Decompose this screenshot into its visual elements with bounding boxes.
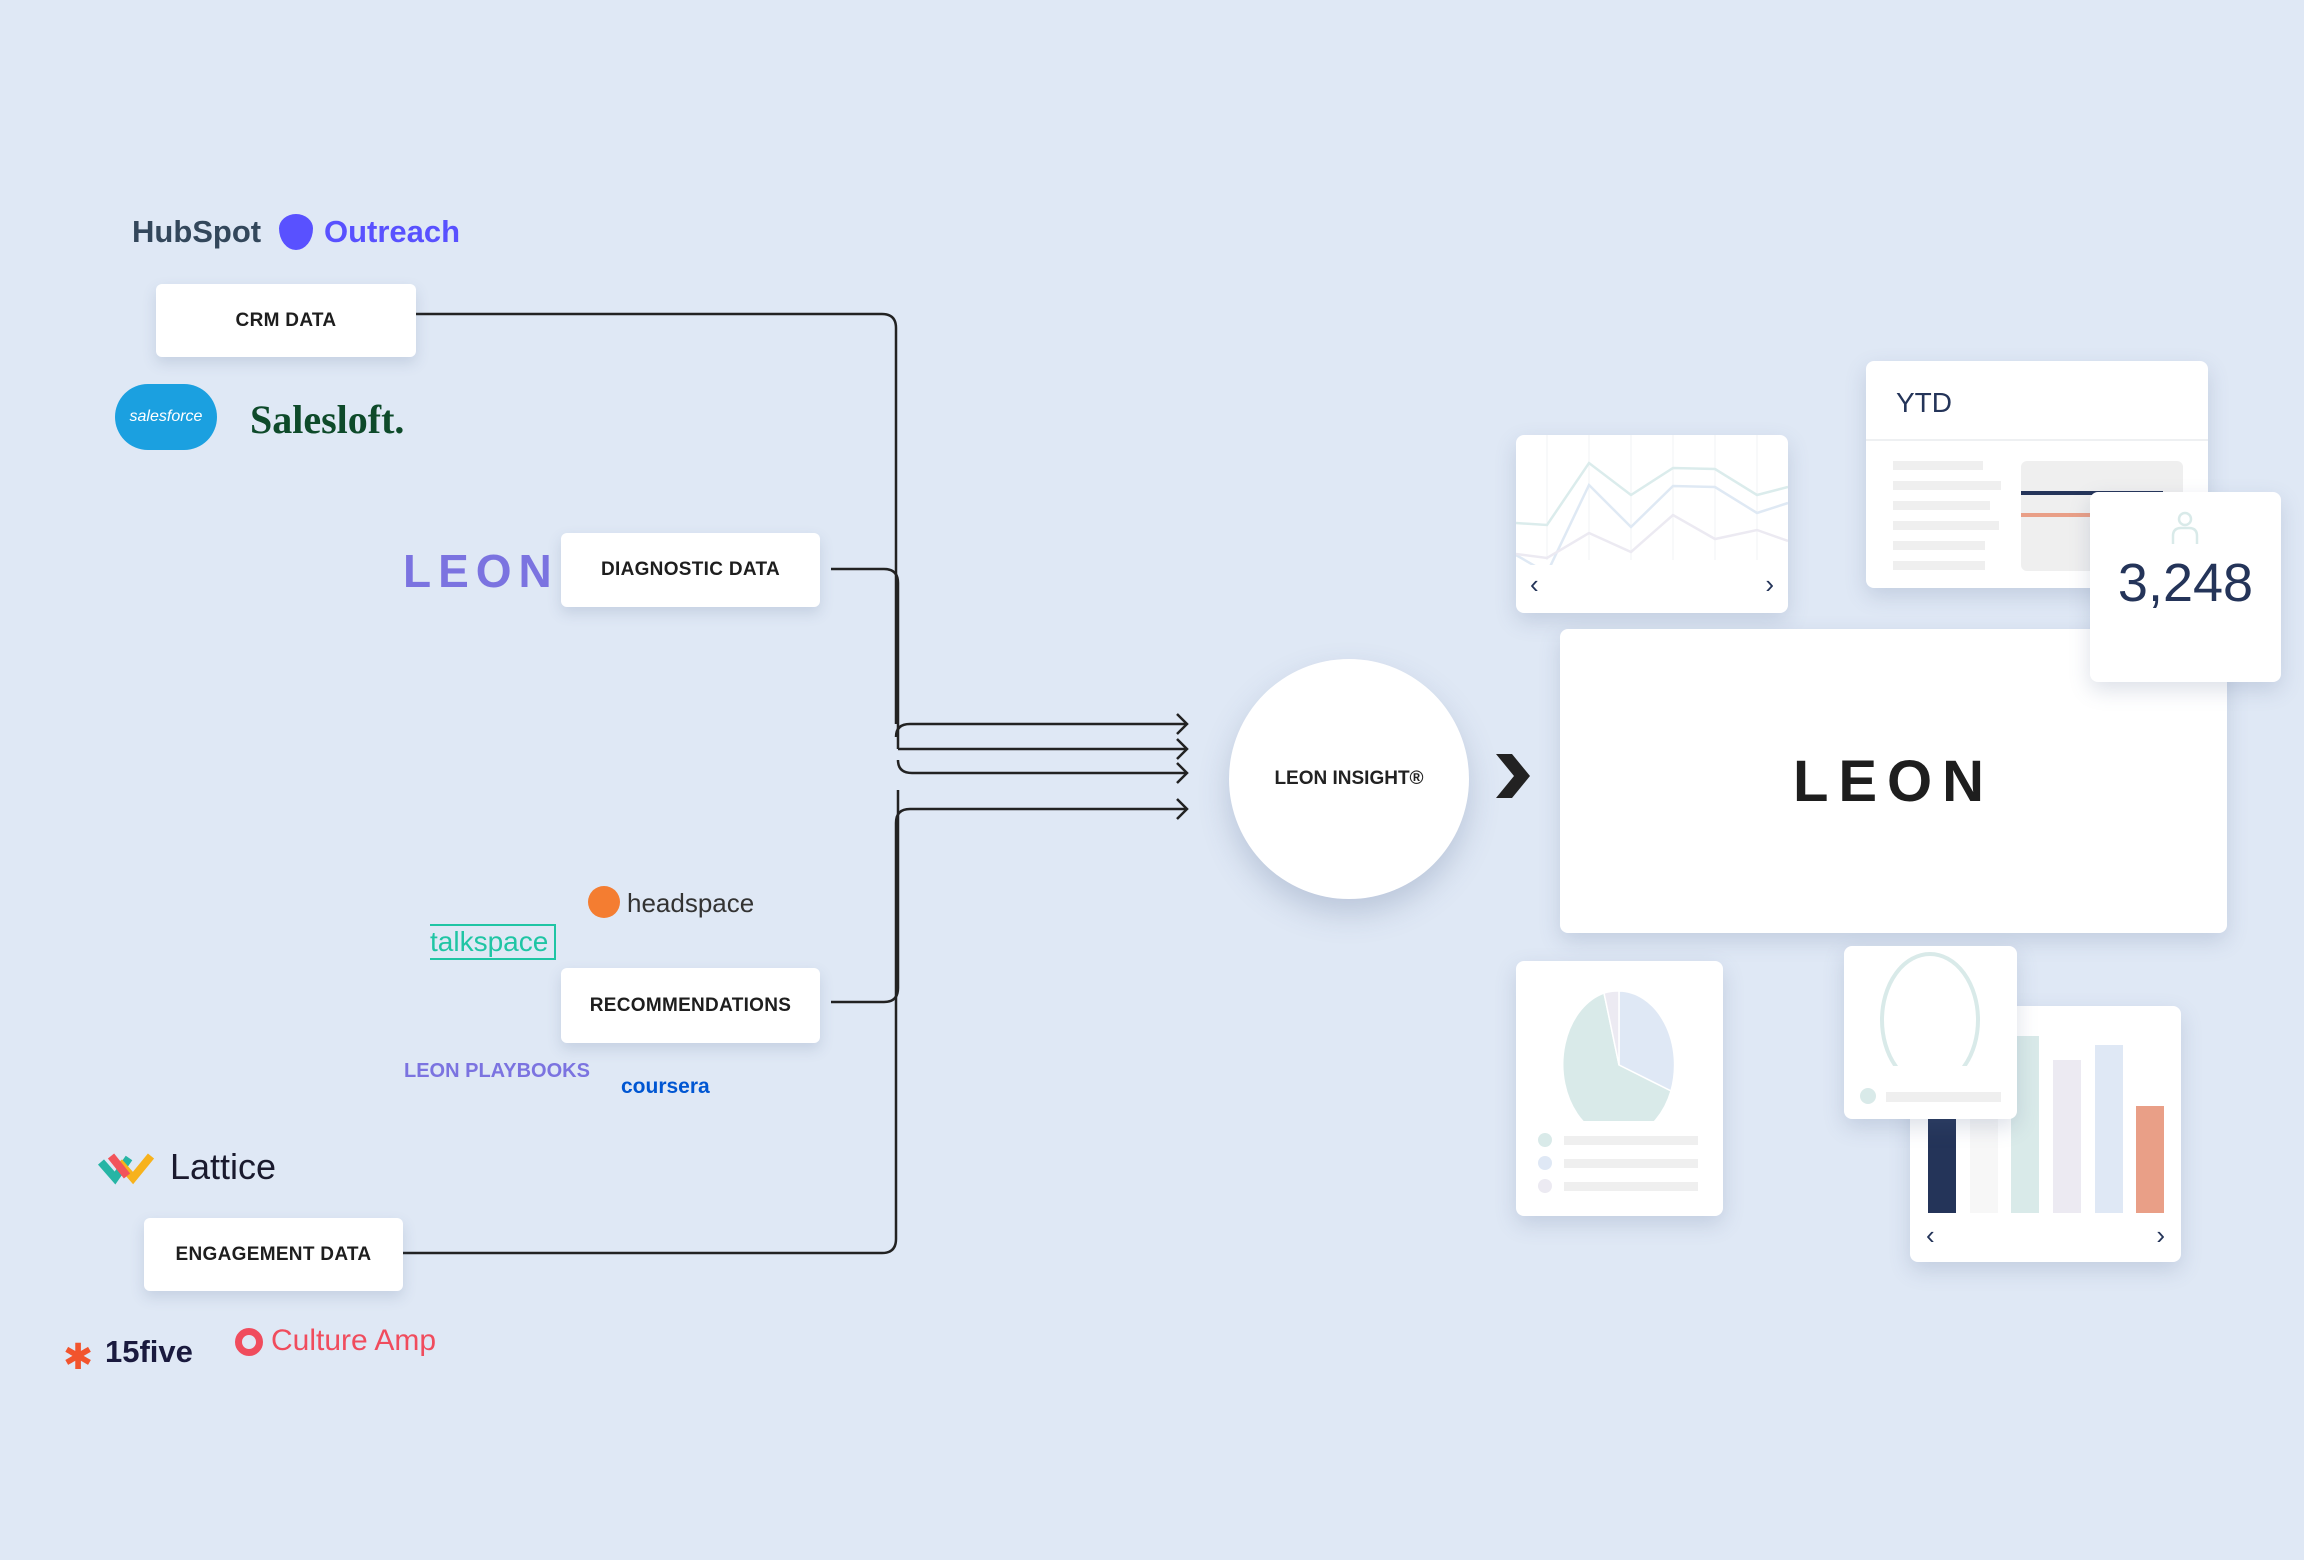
placeholder-list [1893,461,2001,570]
chevron-right-icon[interactable]: › [1765,569,1774,599]
donut-chart-card [1844,946,2017,1119]
diagnostic-connector [831,567,900,749]
chevron-left-icon[interactable]: ‹ [1926,1220,1935,1250]
leon-logo: LEON [403,545,559,597]
divider [1866,439,2208,441]
legend-dot [1860,1088,1876,1104]
lattice-icon [97,1153,155,1185]
salesloft-logo: Salesloft. [250,397,405,442]
leon-insight-hub: LEON INSIGHT® [1229,659,1469,899]
hubspot-logo: HubSpot [132,214,262,249]
crm-connector [416,312,898,724]
headspace-icon [588,886,620,918]
arrow-3 [896,759,1187,775]
lattice-logo: Lattice [170,1146,277,1187]
pie-chart [1562,990,1676,1121]
coursera-logo: coursera [621,1075,710,1098]
line-chart-card: ‹ › [1516,435,1788,613]
arrow-1 [894,722,1187,738]
outreach-logo: Outreach [324,214,461,249]
ytd-title: YTD [1896,387,1952,418]
recommendations-connector [831,790,900,1004]
donut-chart [1880,952,1980,1066]
user-icon [2171,511,2199,544]
pie-legend [1538,1133,1698,1193]
metric-value: 3,248 [2117,553,2254,613]
chevron-right-icon[interactable]: › [2156,1220,2165,1250]
engagement-data-box: ENGAGEMENT DATA [144,1218,403,1291]
leon-playbooks-label: LEON PLAYBOOKS [404,1060,590,1082]
chevron-right-icon [1496,754,1530,798]
culture-amp-icon [235,1328,263,1356]
chevron-left-icon[interactable]: ‹ [1530,569,1539,599]
bar [2053,1060,2081,1213]
talkspace-logo: talkspace [430,924,557,960]
line-chart [1516,435,1788,565]
engagement-connector [403,807,1187,1255]
headspace-logo: headspace [627,888,755,918]
outreach-icon [279,214,313,250]
legend-placeholder [1886,1092,2001,1102]
15five-icon: ✱ [63,1336,94,1377]
salesforce-logo: salesforce [115,384,217,450]
recommendations-box: RECOMMENDATIONS [561,968,820,1043]
culture-amp-logo: Culture Amp [271,1324,437,1357]
metric-card: 3,248 [2090,492,2281,682]
crm-data-box: CRM DATA [156,284,416,357]
bar [2136,1106,2164,1213]
15five-logo: 15five [105,1334,193,1369]
bar [2095,1045,2123,1213]
pie-chart-card [1516,961,1723,1216]
diagnostic-data-box: DIAGNOSTIC DATA [561,533,820,607]
